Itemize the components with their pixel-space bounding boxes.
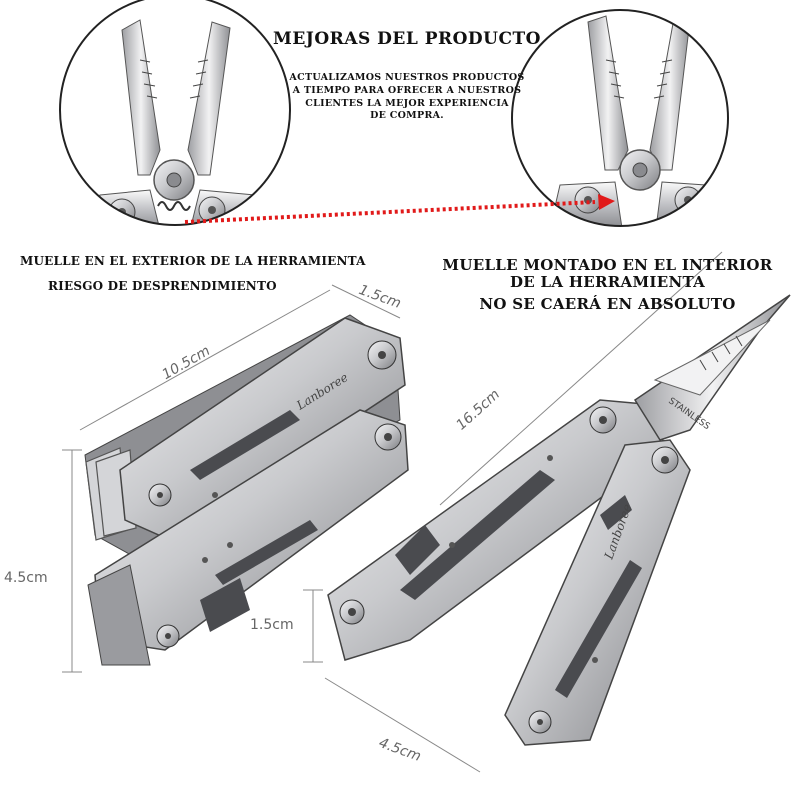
left-caption-line1: MUELLE EN EL EXTERIOR DE LA HERRAMIENTA <box>20 254 366 268</box>
heading-body-line: CLIENTES LA MEJOR EXPERIENCIA <box>305 97 509 109</box>
open-thickness-label: 1.5cm <box>250 617 294 633</box>
open-multitool: STAINLESS Lanboree <box>327 294 791 746</box>
closed-height-label: 4.5cm <box>4 570 48 586</box>
left-caption-line2: RIESGO DE DESPRENDIMIENTO <box>48 279 277 293</box>
heading-body-line: ACTUALIZAMOS NUESTROS PRODUCTOS <box>289 72 525 83</box>
right-detail-circle <box>511 9 729 227</box>
left-detail-circle <box>59 0 291 226</box>
heading-title: MEJORAS DEL PRODUCTO <box>273 29 541 49</box>
right-caption-line1: MUELLE MONTADO EN EL INTERIOR <box>442 256 773 274</box>
dimension-lines <box>62 251 723 773</box>
heading-body-line: DE COMPRA. <box>370 110 444 122</box>
right-caption-line2: DE LA HERRAMIENTA <box>509 273 706 291</box>
closed-multitool: Lanboree <box>84 314 409 666</box>
comparison-arrow <box>184 194 615 224</box>
heading-body: ACTUALIZAMOS NUESTROS PRODUCTOS A TIEMPO… <box>282 72 532 123</box>
right-caption-line3: NO SE CAERÁ EN ABSOLUTO <box>479 295 736 313</box>
heading-body-line: A TIEMPO PARA OFRECER A NUESTROS <box>292 84 522 96</box>
